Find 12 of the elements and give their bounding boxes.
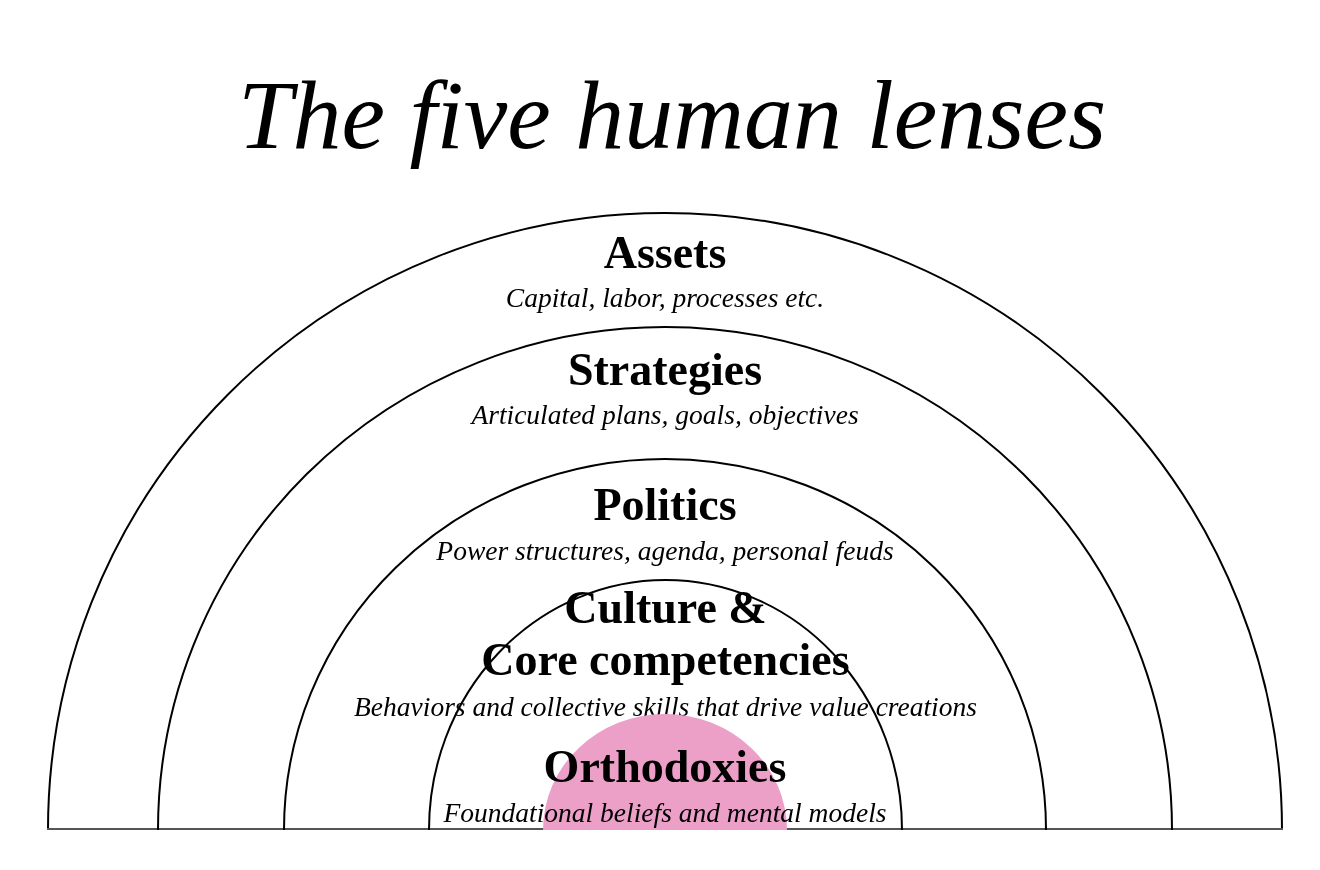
layer-heading: Strategies — [567, 344, 763, 396]
layer-description: Foundational beliefs and mental models — [443, 795, 887, 829]
layer-description: Capital, labor, processes etc. — [505, 280, 825, 314]
semicircle-layer — [157, 326, 1173, 830]
title: The five human lenses — [237, 60, 1107, 171]
layer-heading: Orthodoxies — [543, 741, 787, 793]
layer-description: Articulated plans, goals, objectives — [471, 397, 859, 431]
layer-heading: Assets — [603, 227, 727, 279]
layer-description: Power structures, agenda, personal feuds — [436, 533, 894, 567]
semicircle-layer — [47, 212, 1283, 830]
layer-heading: Politics — [593, 479, 737, 531]
semicircle-layer — [283, 458, 1047, 830]
